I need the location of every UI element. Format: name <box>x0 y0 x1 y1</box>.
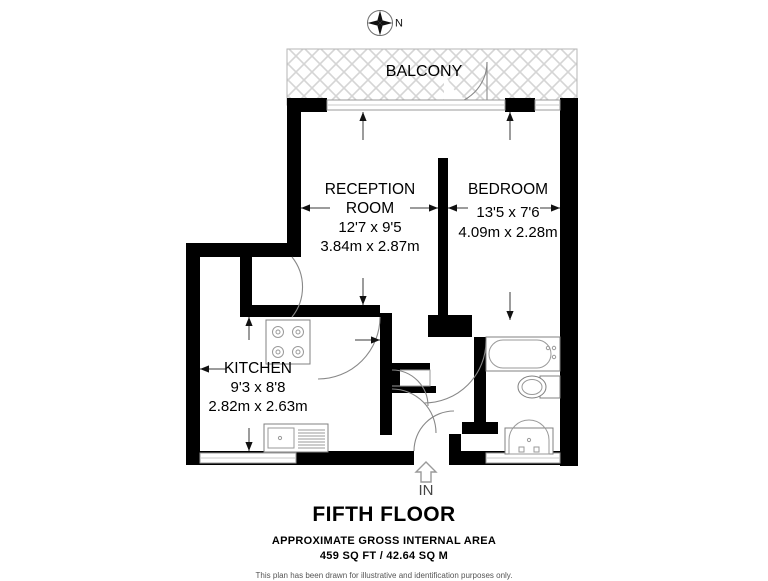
balcony-label: BALCONY <box>386 63 463 80</box>
wash-basin-icon <box>504 419 554 455</box>
kitchen-dim-metric: 2.82m x 2.63m <box>208 398 307 415</box>
windows-group <box>199 99 561 464</box>
room-label-reception-room: RECEPTION ROOM 12'7 x 9'5 3.84m x 2.87m <box>320 181 419 255</box>
kitchen-dim-imperial: 9'3 x 8'8 <box>231 379 286 396</box>
compass-north-label: N <box>395 17 403 29</box>
plan-caption: FIFTH FLOOR APPROXIMATE GROSS INTERNAL A… <box>0 503 768 581</box>
dimension-arrows-group <box>200 112 560 451</box>
reception-room-dim-imperial: 12'7 x 9'5 <box>338 219 401 236</box>
hall-cupboard-outline <box>392 369 431 387</box>
entrance-arrow-icon <box>414 461 438 483</box>
balcony-area <box>286 48 578 106</box>
bedroom-dim-metric: 4.09m x 2.28m <box>458 224 557 241</box>
kitchen-sink-icon <box>263 423 329 453</box>
bedroom-dim-imperial: 13'5 x 7'6 <box>476 204 539 221</box>
gross-area-line2: 459 SQ FT / 42.64 SQ M <box>319 550 449 562</box>
kitchen-name-line1: KITCHEN <box>224 360 292 377</box>
compass-rose-icon <box>367 10 393 36</box>
bathtub-icon <box>485 336 561 372</box>
door-swings-group <box>291 256 487 452</box>
toilet-icon <box>517 375 561 399</box>
bedroom-name-line1: BEDROOM <box>468 181 548 198</box>
stove-hob-icon <box>265 319 311 365</box>
reception-room-dim-metric: 3.84m x 2.87m <box>320 238 419 255</box>
gross-area-line1: APPROXIMATE GROSS INTERNAL AREA <box>271 535 497 547</box>
room-label-bedroom: BEDROOM 13'5 x 7'6 4.09m x 2.28m <box>458 181 557 241</box>
reception-room-name-line1: RECEPTION <box>325 181 415 198</box>
room-label-kitchen: KITCHEN 9'3 x 8'8 2.82m x 2.63m <box>208 360 307 415</box>
entrance-label: IN <box>419 482 434 499</box>
floor-title: FIFTH FLOOR <box>312 503 456 526</box>
reception-room-name-line2: ROOM <box>346 200 394 217</box>
